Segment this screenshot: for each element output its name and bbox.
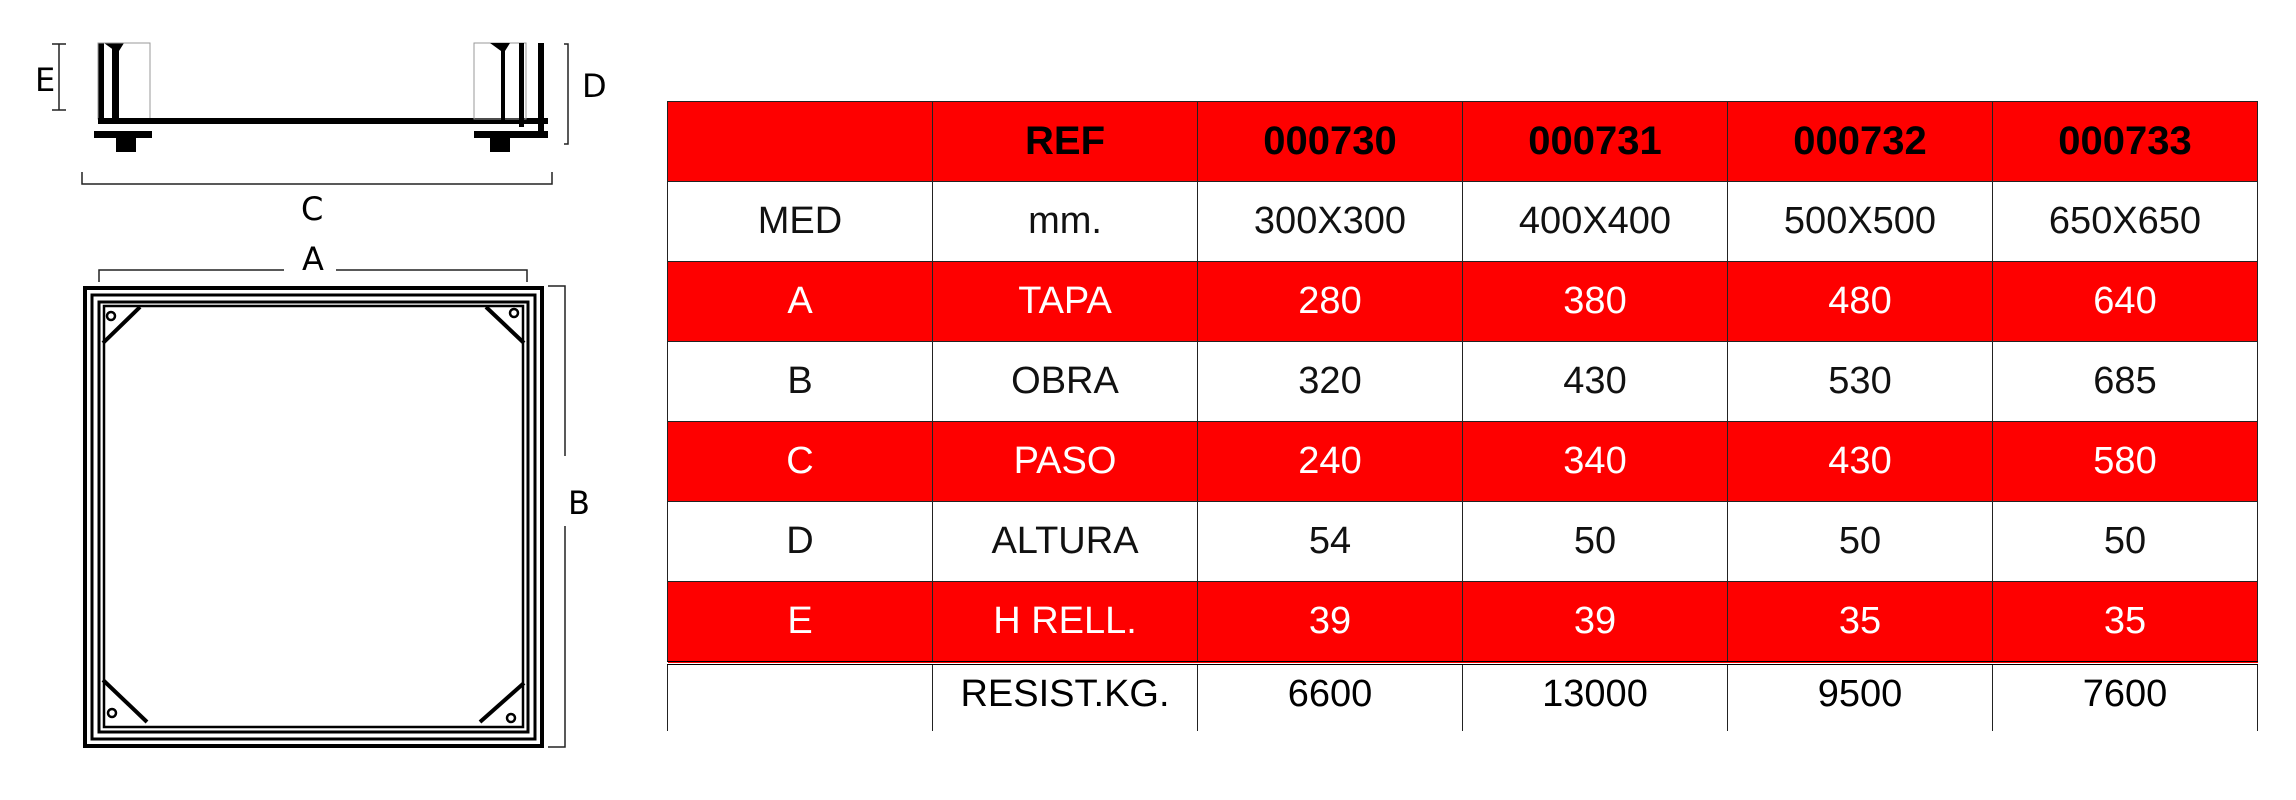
row-key: A (667, 261, 933, 342)
header-cell-ref-code: 000731 (1462, 101, 1728, 182)
dim-label-a: A (302, 240, 324, 278)
row-key: E (667, 581, 933, 664)
row-name: H RELL. (932, 581, 1198, 664)
row-value: 50 (1727, 501, 1993, 582)
row-value: 50 (1992, 501, 2258, 582)
row-key (667, 661, 933, 731)
row-value: 39 (1197, 581, 1463, 664)
row-value: 650X650 (1992, 181, 2258, 262)
row-value: 54 (1197, 501, 1463, 582)
row-value: 7600 (1992, 661, 2258, 731)
row-value: 13000 (1462, 661, 1728, 731)
top-view-frame (83, 286, 544, 748)
row-value: 300X300 (1197, 181, 1463, 262)
header-cell-ref-code: 000730 (1197, 101, 1463, 182)
dimension-lines (52, 43, 569, 748)
technical-drawing: E D C A B (35, 42, 607, 748)
row-value: 280 (1197, 261, 1463, 342)
row-value: 50 (1462, 501, 1728, 582)
dim-label-c: C (301, 190, 323, 228)
row-name: ALTURA (932, 501, 1198, 582)
header-cell-ref: REF (932, 101, 1198, 182)
row-name: TAPA (932, 261, 1198, 342)
row-value: 480 (1727, 261, 1993, 342)
row-name: PASO (932, 421, 1198, 502)
row-value: 35 (1727, 581, 1993, 664)
row-value: 400X400 (1462, 181, 1728, 262)
row-value: 9500 (1727, 661, 1993, 731)
row-value: 6600 (1197, 661, 1463, 731)
row-value: 380 (1462, 261, 1728, 342)
row-value: 430 (1462, 341, 1728, 422)
row-key: B (667, 341, 933, 422)
row-value: 500X500 (1727, 181, 1993, 262)
row-value: 35 (1992, 581, 2258, 664)
row-value: 39 (1462, 581, 1728, 664)
row-value: 340 (1462, 421, 1728, 502)
header-cell-ref-code: 000733 (1992, 101, 2258, 182)
row-value: 530 (1727, 341, 1993, 422)
row-value: 320 (1197, 341, 1463, 422)
row-name: mm. (932, 181, 1198, 262)
row-value: 240 (1197, 421, 1463, 502)
side-view (94, 42, 548, 152)
row-value: 685 (1992, 341, 2258, 422)
dim-label-b: B (568, 484, 590, 522)
header-cell-ref-code: 000732 (1727, 101, 1993, 182)
row-name: RESIST.KG. (932, 661, 1198, 731)
dim-label-e: E (35, 61, 55, 99)
header-cell-empty (667, 101, 933, 182)
row-key: C (667, 421, 933, 502)
dim-label-d: D (582, 67, 607, 105)
row-key: MED (667, 181, 933, 262)
row-key: D (667, 501, 933, 582)
row-value: 430 (1727, 421, 1993, 502)
row-name: OBRA (932, 341, 1198, 422)
row-value: 580 (1992, 421, 2258, 502)
row-value: 640 (1992, 261, 2258, 342)
